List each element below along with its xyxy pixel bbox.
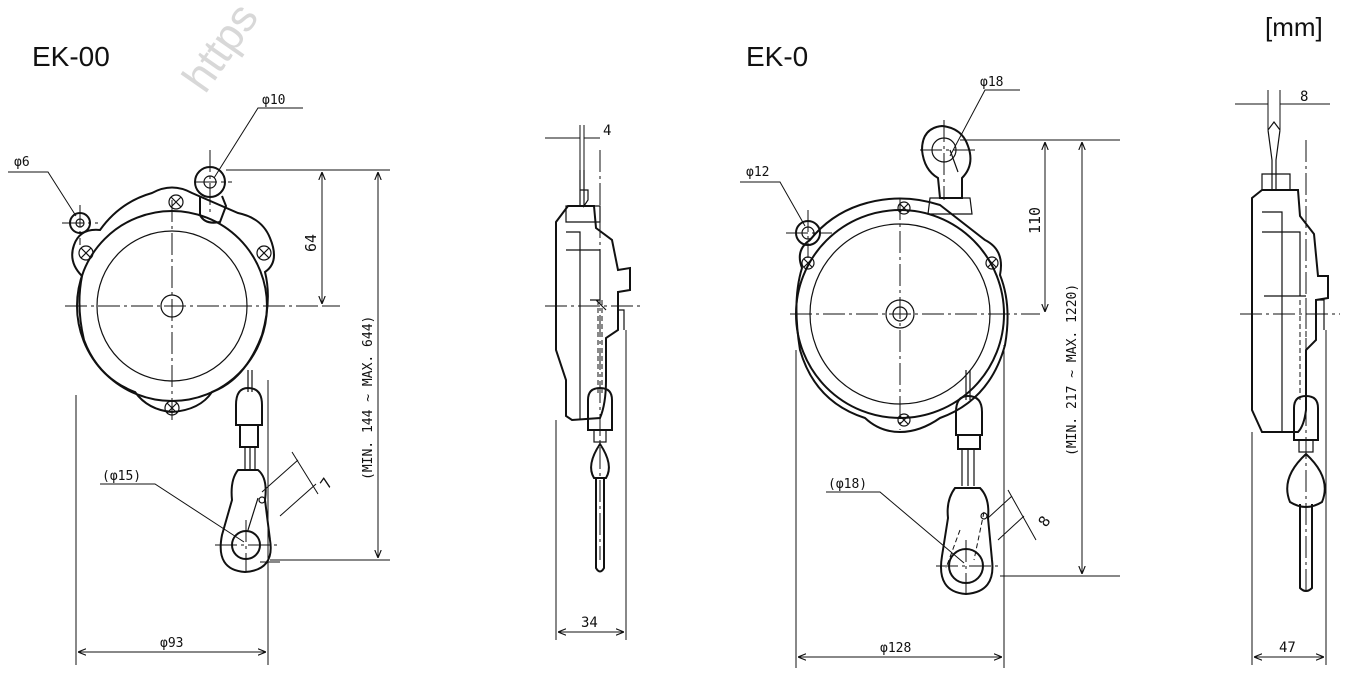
watermark-text: https: [173, 0, 268, 101]
ek00-hook-thickness-label: 7: [317, 475, 337, 493]
ek00-side-hook-eye: [590, 442, 610, 479]
ek00-hook-ring-label: (φ15): [102, 469, 141, 484]
ek00-stopper: [235, 386, 263, 426]
ek0-mount-hole-leader: [740, 181, 806, 227]
ek0-stopper: [955, 394, 983, 436]
ek0-hook-thickness-label: 8: [1035, 513, 1055, 531]
ek0-side-view: 8 47: [1235, 89, 1340, 665]
ek00-side-width-label: 34: [581, 615, 598, 631]
ek0-height-top-label: 110: [1026, 207, 1044, 234]
ek00-hook-dia-label: φ10: [262, 93, 285, 108]
ek00-front-view: EK-00: [8, 41, 390, 665]
ek0-hook-thickness-lines: [987, 489, 1037, 541]
ek0-hook-ring-label: (φ18): [828, 477, 867, 492]
ek00-side-view: 4 34: [545, 123, 640, 640]
ek0-side-top-label: 8: [1300, 89, 1308, 105]
ek00-hook-block: [199, 195, 228, 224]
ek00-side-top-label: 4: [603, 123, 611, 139]
ek0-range-label: (MIN. 217 ~ MAX. 1220): [1065, 284, 1080, 456]
ek00-stopper-collar: [239, 424, 259, 448]
ek00-body-dia-label: φ93: [160, 636, 183, 651]
ek0-screws: [801, 201, 999, 427]
ek00-side-body: [555, 205, 631, 422]
ek00-title: EK-00: [32, 41, 110, 72]
ek00-screws: [78, 194, 272, 416]
ek0-side-body: [1251, 189, 1329, 433]
ek00-mount-hole-leader: [8, 171, 77, 217]
ek00-hook-thickness-lines: [261, 451, 319, 517]
ek0-hook-ring-leader: [826, 491, 965, 564]
ek0-hook-dia-leader: [949, 89, 1020, 157]
unit-label: [mm]: [1265, 12, 1323, 42]
ek00-hook-ring-leader: [100, 483, 245, 543]
ek0-front-view: EK-0: [740, 41, 1120, 668]
ek0-body-dia-label: φ128: [880, 641, 911, 656]
ek0-title: EK-0: [746, 41, 808, 72]
ek0-hook-dia-label: φ18: [980, 75, 1003, 90]
ek0-side-width-label: 47: [1279, 640, 1296, 656]
ek0-side-stopper: [1293, 394, 1319, 441]
ek00-height-top-label: 64: [302, 234, 320, 252]
ek0-stopper-collar: [957, 434, 981, 450]
ek00-hook-dia-leader: [213, 107, 303, 179]
ek00-body-outline: [71, 186, 275, 414]
ek00-snap-hook: [219, 469, 272, 574]
ek00-range-label: (MIN. 144 ~ MAX. 644): [361, 316, 376, 480]
ek0-snap-hook: [940, 487, 994, 596]
ek0-body-outline: [795, 197, 1009, 434]
ek0-mount-hole-label: φ12: [746, 165, 769, 180]
ek00-mount-hole-label: φ6: [14, 155, 30, 170]
